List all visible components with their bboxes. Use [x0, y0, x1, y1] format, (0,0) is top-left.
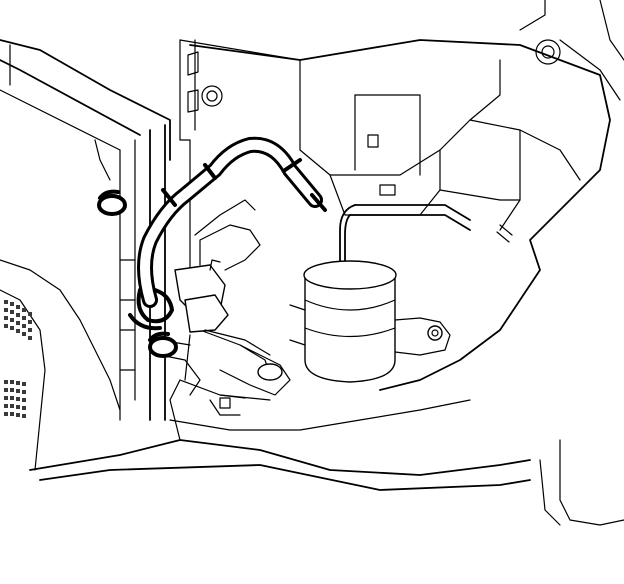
- grill-mesh-lower: [4, 380, 26, 418]
- grill-mesh-upper: [4, 300, 32, 340]
- o-ring-seals: [97, 189, 178, 358]
- hose-assembly-highlighted: [128, 136, 327, 331]
- hose-fittings: [159, 199, 271, 396]
- lower-bracket: [179, 329, 291, 416]
- bumper-grill: [0, 259, 121, 471]
- upper-body-panel: [189, 0, 624, 391]
- lower-fascia: [29, 379, 624, 526]
- receiver-drier-canister: [289, 204, 471, 383]
- condenser-frame: [0, 39, 301, 421]
